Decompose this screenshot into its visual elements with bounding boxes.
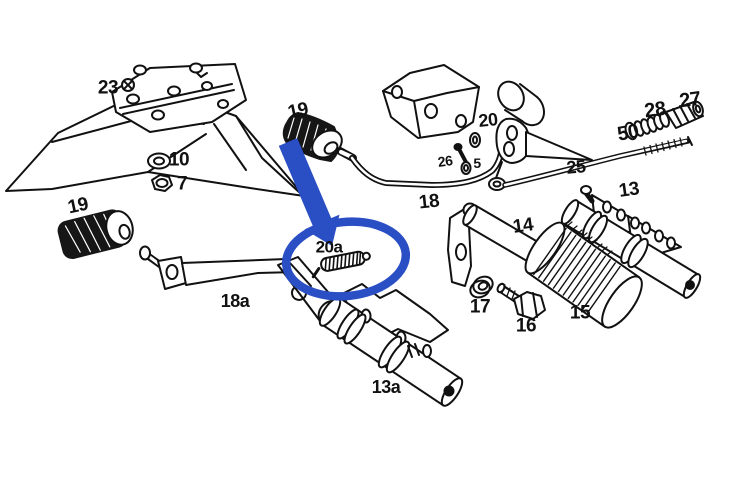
- part-label-27: 27: [677, 87, 703, 113]
- part-label-13a: 13a: [371, 377, 401, 397]
- footpeg-rubber-15: [524, 221, 643, 329]
- rubber-peg-19-left: [57, 209, 134, 259]
- part-label-15: 15: [569, 302, 591, 324]
- highlight-annotation: [278, 138, 411, 301]
- highlight-arrow-icon: [278, 138, 340, 246]
- part-label-17: 17: [469, 296, 491, 318]
- part-label-7: 7: [176, 173, 188, 195]
- part-label-10: 10: [168, 149, 190, 171]
- bolt-16: [496, 282, 546, 320]
- highlight-circle: [281, 217, 411, 301]
- part-label-14: 14: [511, 214, 535, 238]
- spring-washer-17: [469, 275, 494, 299]
- clevis-joint: [453, 80, 593, 191]
- adjuster-spring-28: [633, 111, 670, 137]
- part-label-5: 5: [473, 155, 481, 171]
- nut-7: [151, 174, 173, 192]
- washer-10: [147, 152, 171, 170]
- adjuster-nut-27: [665, 100, 704, 129]
- footpeg-pin-14: [447, 202, 543, 287]
- part-label-26: 26: [436, 152, 454, 170]
- part-label-25: 25: [565, 156, 587, 178]
- mounting-bracket: [382, 64, 480, 139]
- lever-18a: [139, 245, 341, 324]
- part-label-50: 50: [615, 120, 641, 146]
- brake-rod-25: [502, 136, 693, 188]
- footrest-bracket-13: [560, 185, 702, 299]
- brake-rod-18: [349, 144, 505, 188]
- part-label-18a: 18a: [220, 291, 250, 311]
- part-label-20a: 20a: [315, 237, 343, 257]
- part-label-19-left: 19: [65, 193, 91, 219]
- part-label-19-top: 19: [285, 98, 311, 124]
- part-label-18: 18: [417, 190, 441, 214]
- part-label-28: 28: [642, 97, 668, 123]
- part-label-23: 23: [97, 77, 119, 99]
- ring-20: [469, 132, 481, 148]
- part-23-bracket-arm: [5, 62, 305, 197]
- part-label-20: 20: [477, 109, 499, 131]
- part-label-13: 13: [617, 178, 641, 202]
- ring-5: [460, 161, 472, 175]
- part-label-16: 16: [515, 315, 537, 337]
- shaft-13a: [318, 283, 464, 407]
- spring-20a[interactable]: [310, 250, 371, 279]
